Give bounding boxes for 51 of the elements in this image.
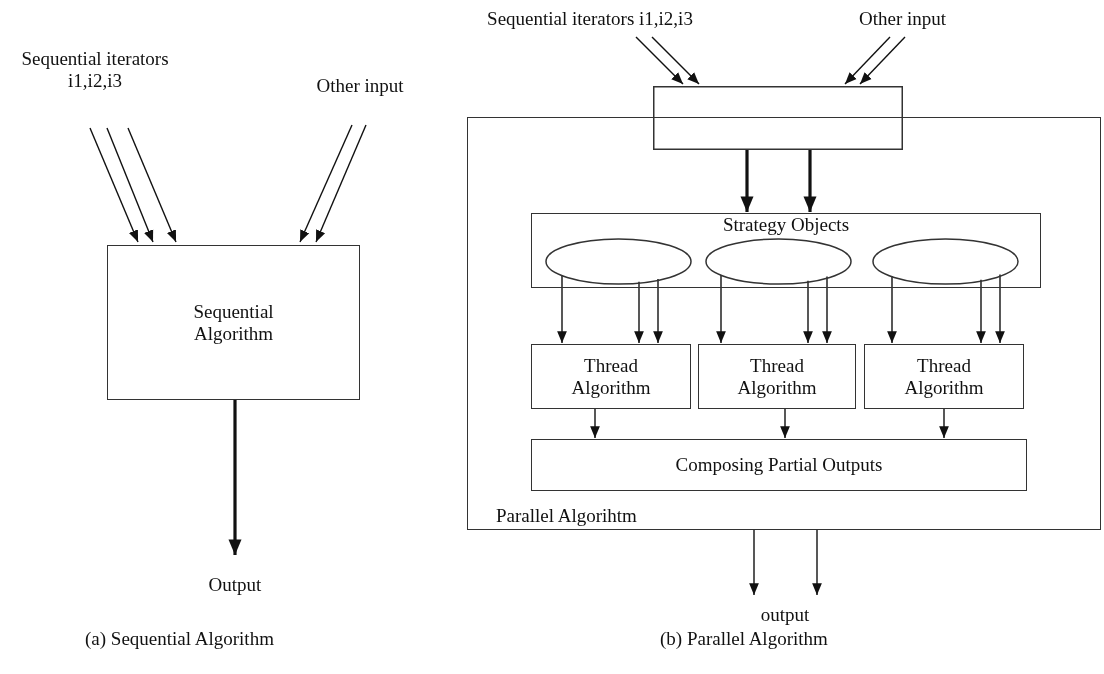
arrow: [299, 124, 353, 243]
arrow: [315, 124, 367, 243]
arrow: [803, 150, 817, 212]
arrow: [651, 36, 700, 85]
box-label: Strategy Objects: [722, 214, 850, 236]
arrow: [716, 274, 726, 344]
arrow: [844, 36, 891, 85]
input-label: output: [760, 604, 810, 626]
arrow: [634, 281, 644, 344]
process-box: [531, 344, 691, 409]
empty-box: [653, 86, 903, 150]
arrow: [127, 127, 177, 243]
container-box: [467, 117, 1101, 530]
arrow: [995, 273, 1005, 344]
process-box: [531, 439, 1027, 491]
process-box: [864, 344, 1024, 409]
box-label: Sequential Algorithm: [192, 300, 275, 345]
container-label: Parallel Algorihtm: [496, 505, 637, 527]
arrow: [859, 36, 906, 85]
box-label: Thread Algorithm: [736, 354, 818, 399]
arrow: [749, 529, 759, 596]
arrow: [635, 36, 684, 85]
input-label: Other input: [858, 8, 947, 30]
input-label: Other input: [316, 75, 404, 97]
arrow: [803, 280, 813, 344]
input-label: Sequential iterators i1,i2,i3: [20, 48, 170, 92]
ellipse: [705, 238, 852, 285]
arrow: [812, 529, 822, 596]
box-label: Thread Algorithm: [570, 354, 652, 399]
arrow: [780, 407, 790, 439]
arrow: [89, 127, 139, 243]
input-label: Sequential iterators i1,i2,i3: [487, 8, 693, 30]
box-label: Thread Algorithm: [903, 354, 985, 399]
arrow: [557, 274, 567, 344]
ellipse: [545, 238, 692, 285]
arrow: [228, 400, 242, 555]
input-label: Output: [208, 574, 262, 596]
arrow: [740, 150, 754, 212]
arrow: [887, 275, 897, 344]
process-box: [531, 213, 1041, 288]
arrow: [976, 279, 986, 344]
ellipse: [872, 238, 1019, 285]
arrow: [106, 127, 154, 243]
arrow: [590, 407, 600, 439]
process-box: [107, 245, 360, 400]
arrow: [653, 278, 663, 344]
figure-caption: (a) Sequential Algorithm: [85, 628, 274, 650]
arrow: [939, 407, 949, 439]
process-box: [698, 344, 856, 409]
box-label: Composing Partial Outputs: [675, 454, 883, 476]
figure-caption: (b) Parallel Algorithm: [660, 628, 828, 650]
